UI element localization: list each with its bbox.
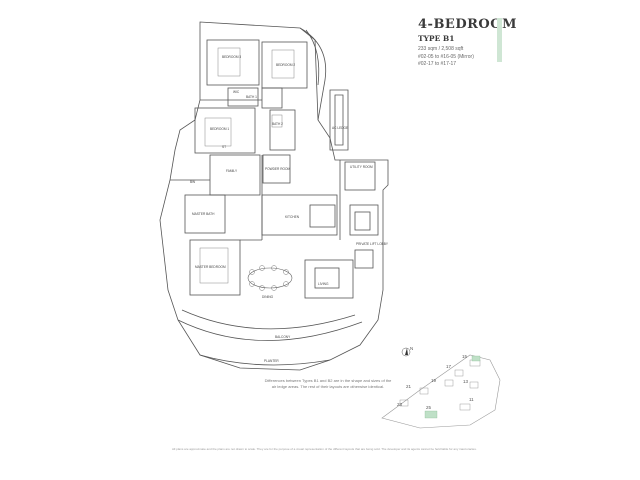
kitchen-outline <box>261 194 338 236</box>
unit-type-title: 4-BEDROOM <box>418 17 517 32</box>
block-17: 17 <box>446 364 452 369</box>
block-15: 15 <box>462 354 468 359</box>
block-25: 25 <box>426 405 432 410</box>
living-label: LIVING <box>318 282 329 286</box>
accent-bar <box>497 18 502 62</box>
master-bath-label: MASTER BATH <box>192 212 215 216</box>
key-plan: N 15 17 19 13 21 11 23 25 <box>381 346 501 429</box>
block-11: 11 <box>469 397 474 402</box>
utility-room-outline <box>344 161 376 191</box>
bedroom-3-label: BEDROOM 3 <box>222 55 241 59</box>
header: 4-BEDROOM TYPE B1 233 sqm / 2,508 sqft #… <box>418 17 538 68</box>
bay-window-label: BW <box>190 180 195 184</box>
planter-outline <box>199 354 331 366</box>
bedroom-3-outline <box>206 39 260 86</box>
bedroom-1-label: BEDROOM 1 <box>210 127 229 131</box>
bedroom-2-label: BEDROOM 2 <box>276 63 295 67</box>
highlight-block-15 <box>471 355 481 362</box>
powder-room-label: POWDER ROOM <box>265 167 290 171</box>
bath-1-label: BATH 1 <box>246 95 257 99</box>
master-bedroom-label: MASTER BEDROOM <box>195 265 226 269</box>
kitchen-label: KITCHEN <box>285 215 300 219</box>
types-difference-note: Differences between Types B1 and B2 are … <box>264 378 392 389</box>
family-label: FAMILY <box>226 169 238 173</box>
planter-label: PLANTER <box>264 359 279 363</box>
unit-numbers: #02-05 to #16-05 (Mirror) #02-17 to #17-… <box>418 54 538 68</box>
master-bedroom-outline <box>189 239 241 296</box>
bedroom-1-outline <box>194 107 256 154</box>
compass: N <box>401 346 413 357</box>
bath-2-outline <box>269 109 296 151</box>
bay-window-right <box>299 27 327 121</box>
bath-2-label: BATH 2 <box>272 122 283 126</box>
block-13: 13 <box>463 379 469 384</box>
block-19: 19 <box>431 378 437 383</box>
private-lift-lobby-label: PRIVATE LIFT LOBBY <box>356 242 389 246</box>
master-bath-outline <box>184 194 226 234</box>
dining-table <box>247 267 293 289</box>
unit-range-2: #02-17 to #17-17 <box>418 61 457 67</box>
compass-north-label: N <box>410 346 413 351</box>
living-outline <box>304 259 354 299</box>
unit-subtype: TYPE B1 <box>418 34 455 43</box>
unit-range-1: #02-05 to #16-05 (Mirror) <box>418 54 474 60</box>
ac-ledge-outline <box>329 89 349 151</box>
balcony-label: BALCONY <box>275 335 291 339</box>
utility-room-label: UTILITY ROOM <box>350 165 373 169</box>
family-outline <box>209 154 261 196</box>
wic-label: WIC <box>233 90 240 94</box>
wic-outline <box>227 87 259 107</box>
highlight-block-25 <box>424 410 438 419</box>
private-lift-lobby-outline <box>349 204 379 236</box>
block-23: 23 <box>397 402 403 407</box>
bedroom-2-outline <box>261 41 308 89</box>
disclaimer: All plans are approximate and the plans … <box>172 447 477 451</box>
balcony-outline <box>181 309 356 330</box>
plan-outline <box>159 21 389 371</box>
unit-area: 233 sqm / 2,508 sqft <box>418 46 464 52</box>
ac-ledge-label: AC LEDGE <box>332 126 348 130</box>
powder-room-outline <box>262 154 291 184</box>
block-21: 21 <box>406 384 412 389</box>
store-label: ST <box>222 145 226 149</box>
dining-label: DINING <box>262 295 274 299</box>
